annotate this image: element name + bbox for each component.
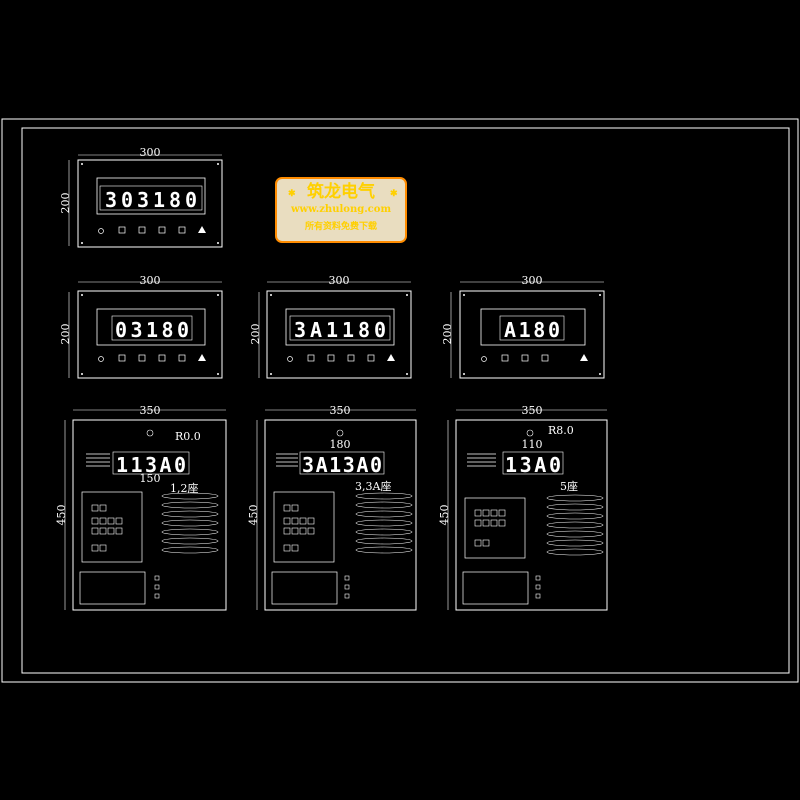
led-display: 3A13A0 xyxy=(302,453,382,477)
keypad-box xyxy=(273,491,335,563)
display-window xyxy=(96,177,206,215)
stamp-subtitle: 所有资料免费下载 xyxy=(305,220,377,232)
legend xyxy=(344,575,350,599)
width-dim: 350 xyxy=(140,404,161,417)
panel-outline xyxy=(266,290,412,379)
inner-frame xyxy=(21,127,790,674)
height-dim: 200 xyxy=(249,324,262,345)
height-dim: 200 xyxy=(441,324,454,345)
led-display: 13A0 xyxy=(505,453,561,477)
button-row xyxy=(98,354,206,362)
width-dim: 350 xyxy=(522,404,543,417)
small-panel-1: 300 200 303180 xyxy=(59,146,223,248)
panel-outline xyxy=(455,419,608,611)
stamp-url: www.zhulong.com xyxy=(290,204,391,215)
width-dim: 300 xyxy=(329,274,350,287)
led-display: A180 xyxy=(504,318,560,342)
panel-outline xyxy=(459,290,605,379)
stamp-star-left: ✱ xyxy=(288,189,296,199)
keypad-box xyxy=(81,491,143,563)
led-display: 3A1180 xyxy=(294,318,386,342)
outer-frame xyxy=(1,118,799,683)
bottom-dim: 150 xyxy=(140,472,161,485)
indicator-list xyxy=(546,494,604,556)
width-dim: 300 xyxy=(140,274,161,287)
screen-box xyxy=(462,571,529,605)
mount-holes xyxy=(81,163,601,375)
stamp-title: 筑龙电气 xyxy=(307,181,375,202)
indicator-list xyxy=(355,492,413,554)
height-dim: 450 xyxy=(247,505,260,526)
led-display: 03180 xyxy=(115,318,189,342)
small-panel-4: 300 200 A180 xyxy=(441,274,605,379)
led-display: 303180 xyxy=(105,188,197,212)
seat-label: 1,2座 xyxy=(170,481,199,495)
watermark-stamp: ✱ ✱ 筑龙电气 www.zhulong.com 所有资料免费下载 xyxy=(275,177,407,243)
legend xyxy=(535,575,541,599)
stamp-frame xyxy=(275,177,407,243)
panel-outline xyxy=(77,290,223,379)
display-window xyxy=(480,308,586,346)
stamp-star-right: ✱ xyxy=(390,189,398,199)
inner-dim: 180 xyxy=(330,438,351,451)
height-dim: 200 xyxy=(59,193,72,214)
keypad xyxy=(474,509,506,547)
screen-box xyxy=(271,571,338,605)
large-panel-1: 350 450 R0.0 113A0 150 1,2座 xyxy=(55,404,227,611)
height-dim: 200 xyxy=(59,324,72,345)
led-display: 113A0 xyxy=(116,453,186,477)
keypad xyxy=(283,504,315,552)
keypad-box xyxy=(464,497,526,559)
seat-label: 5座 xyxy=(560,479,578,493)
seat-label: 3,3A座 xyxy=(355,479,391,493)
display-window xyxy=(285,308,395,346)
display-window xyxy=(96,308,206,346)
small-panel-3: 300 200 3A1180 xyxy=(249,274,412,379)
height-dim: 450 xyxy=(55,505,68,526)
panel-outline xyxy=(72,419,227,611)
keypad xyxy=(91,504,123,552)
inner-dim: 110 xyxy=(522,438,543,451)
width-dim: 300 xyxy=(522,274,543,287)
button-row xyxy=(287,354,395,362)
legend xyxy=(154,575,160,599)
large-panel-2: 350 450 180 3A13A0 3,3A座 xyxy=(247,404,417,611)
radius-dim: R0.0 xyxy=(175,430,201,443)
button-row xyxy=(98,226,206,234)
width-dim: 300 xyxy=(140,146,161,159)
large-panel-3: 350 450 R8.0 110 13A0 5座 xyxy=(438,404,608,611)
height-dim: 450 xyxy=(438,505,451,526)
button-row xyxy=(481,354,588,362)
small-panel-2: 300 200 03180 xyxy=(59,274,223,379)
screen-box xyxy=(79,571,146,605)
indicator-list xyxy=(161,492,219,554)
radius-dim: R8.0 xyxy=(548,424,574,437)
width-dim: 350 xyxy=(330,404,351,417)
panel-outline xyxy=(264,419,417,611)
panel-outline xyxy=(77,159,223,248)
